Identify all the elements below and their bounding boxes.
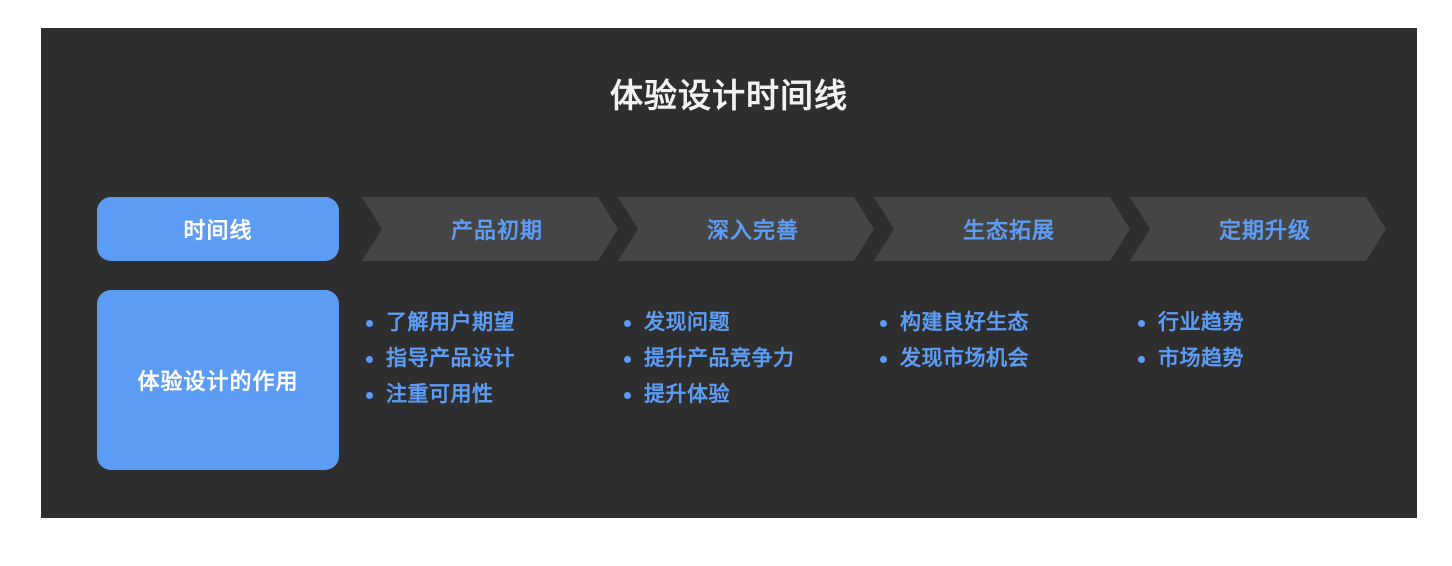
list-item: 发现问题: [624, 308, 874, 344]
timeline-card: 体验设计时间线 时间线 产品初期 深入完善 生态拓展 定期升级 体验设计的作用 …: [41, 28, 1417, 518]
page-title: 体验设计时间线: [610, 77, 848, 114]
stage-item-product-initial[interactable]: 产品初期: [362, 197, 618, 261]
list-item: 行业趋势: [1138, 308, 1388, 344]
bullet-dot-icon: [1138, 320, 1145, 327]
stage-item-ecosystem-expand[interactable]: 生态拓展: [874, 197, 1130, 261]
list-item: 了解用户期望: [366, 308, 616, 344]
stage-item-deep-refine[interactable]: 深入完善: [618, 197, 874, 261]
bullet-dot-icon: [366, 392, 373, 399]
list-item-label: 行业趋势: [1158, 311, 1244, 334]
list-item: 指导产品设计: [366, 344, 616, 380]
list-item-label: 了解用户期望: [386, 311, 515, 334]
bullet-dot-icon: [624, 392, 631, 399]
list-item: 构建良好生态: [880, 308, 1130, 344]
list-item-label: 提升产品竞争力: [644, 347, 795, 370]
role-column-1: 了解用户期望 指导产品设计 注重可用性: [366, 308, 616, 416]
list-item: 市场趋势: [1138, 344, 1388, 380]
list-item: 注重可用性: [366, 380, 616, 416]
timeline-stage-row: 时间线 产品初期 深入完善 生态拓展 定期升级: [97, 197, 1397, 261]
list-item-label: 构建良好生态: [900, 311, 1029, 334]
bullet-dot-icon: [624, 356, 631, 363]
bullet-dot-icon: [880, 320, 887, 327]
bullet-dot-icon: [624, 320, 631, 327]
stage-item-timeline[interactable]: 时间线: [97, 197, 339, 261]
list-item-label: 发现市场机会: [900, 347, 1029, 370]
list-item: 发现市场机会: [880, 344, 1130, 380]
bullet-dot-icon: [366, 320, 373, 327]
role-label-box[interactable]: 体验设计的作用: [97, 290, 339, 470]
list-item-label: 指导产品设计: [386, 347, 515, 370]
list-item-label: 注重可用性: [386, 383, 494, 406]
role-column-2: 发现问题 提升产品竞争力 提升体验: [624, 308, 874, 416]
bullet-dot-icon: [880, 356, 887, 363]
role-column-3: 构建良好生态 发现市场机会: [880, 308, 1130, 380]
list-item: 提升产品竞争力: [624, 344, 874, 380]
list-item-label: 提升体验: [644, 383, 730, 406]
role-columns: 了解用户期望 指导产品设计 注重可用性 发现问题 提升产品: [366, 308, 1406, 478]
list-item-label: 市场趋势: [1158, 347, 1244, 370]
bullet-dot-icon: [1138, 356, 1145, 363]
role-column-4: 行业趋势 市场趋势: [1138, 308, 1388, 380]
stage-item-regular-upgrade[interactable]: 定期升级: [1130, 197, 1386, 261]
bullet-dot-icon: [366, 356, 373, 363]
list-item: 提升体验: [624, 380, 874, 416]
list-item-label: 发现问题: [644, 311, 730, 334]
